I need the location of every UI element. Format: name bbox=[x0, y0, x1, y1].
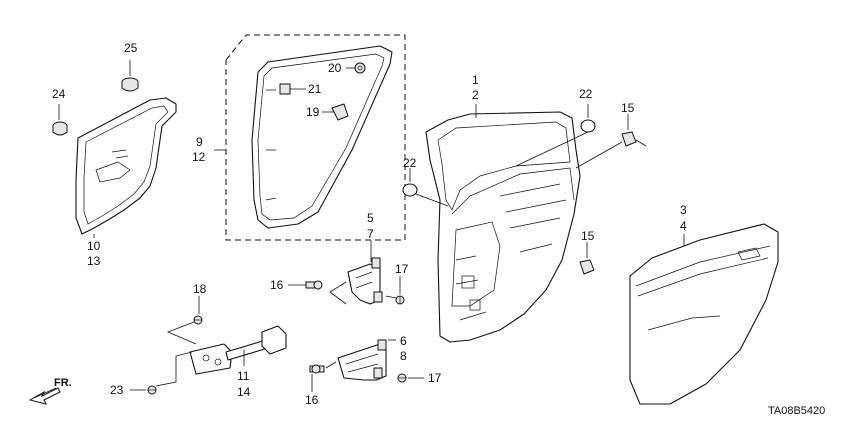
weatherstrip-group-outline bbox=[225, 34, 406, 241]
callout-11: 11 bbox=[237, 369, 250, 383]
callout-18: 18 bbox=[193, 282, 207, 296]
lower-hinge-part[interactable] bbox=[337, 339, 387, 381]
callout-13: 13 bbox=[87, 254, 101, 268]
callout-1: 1 bbox=[472, 73, 479, 87]
callout-8: 8 bbox=[400, 349, 407, 363]
clip-21-part[interactable] bbox=[279, 83, 291, 95]
upper-hinge-part[interactable] bbox=[347, 257, 383, 305]
callout-2: 2 bbox=[472, 88, 479, 102]
callout-21: 21 bbox=[308, 82, 322, 96]
bolt-23-part[interactable] bbox=[147, 385, 157, 395]
callout-9: 9 bbox=[196, 135, 203, 149]
door-checker-part[interactable] bbox=[189, 325, 287, 375]
grommet-15-lower-part[interactable] bbox=[579, 259, 595, 275]
callout-12: 12 bbox=[192, 150, 206, 164]
callout-23: 23 bbox=[110, 383, 124, 397]
callout-15-lower: 15 bbox=[581, 229, 595, 243]
grommet-24-part[interactable] bbox=[52, 121, 68, 136]
callout-22-lower: 22 bbox=[403, 156, 417, 170]
callout-4: 4 bbox=[680, 219, 687, 233]
outer-door-panel-part[interactable] bbox=[629, 223, 779, 405]
callout-5: 5 bbox=[367, 211, 374, 225]
front-direction-arrow: FR. bbox=[28, 377, 72, 405]
callout-19: 19 bbox=[306, 105, 320, 119]
callout-16-upper: 16 bbox=[270, 278, 284, 292]
bolt-18-part[interactable] bbox=[193, 315, 203, 325]
bolt-17-lower-part[interactable] bbox=[397, 373, 407, 383]
callout-14: 14 bbox=[237, 385, 251, 399]
callout-7: 7 bbox=[367, 227, 374, 241]
callout-10: 10 bbox=[87, 239, 101, 253]
bolt-16-upper-part[interactable] bbox=[305, 280, 323, 290]
callout-20: 20 bbox=[328, 61, 342, 75]
clip-20-part[interactable] bbox=[354, 62, 366, 74]
callout-3: 3 bbox=[680, 203, 687, 217]
bolt-17-upper-part[interactable] bbox=[395, 295, 405, 305]
door-seal-part[interactable] bbox=[75, 97, 177, 235]
callout-15-upper: 15 bbox=[621, 101, 635, 115]
bolt-16-lower-part[interactable] bbox=[309, 364, 325, 374]
callout-16-lower: 16 bbox=[305, 393, 319, 407]
grommet-15-upper-part[interactable] bbox=[621, 131, 637, 147]
front-direction-label: FR. bbox=[54, 377, 72, 389]
leader-lines bbox=[58, 60, 685, 392]
clip-19-part[interactable] bbox=[331, 103, 349, 121]
callout-17-upper: 17 bbox=[395, 262, 409, 276]
callout-25: 25 bbox=[124, 41, 138, 55]
callout-24: 24 bbox=[52, 87, 66, 101]
plug-22-lower-part[interactable] bbox=[402, 183, 418, 197]
door-frame-part[interactable] bbox=[425, 111, 581, 343]
callout-6: 6 bbox=[400, 334, 407, 348]
plug-22-upper-part[interactable] bbox=[580, 119, 596, 133]
callout-22-upper: 22 bbox=[579, 87, 593, 101]
callout-labels: 25 24 10 13 9 12 20 21 19 1 2 22 22 15 1… bbox=[52, 41, 687, 407]
diagram-code: TA08B5420 bbox=[768, 405, 825, 417]
callout-17-lower: 17 bbox=[428, 371, 442, 385]
weatherstrip-part[interactable] bbox=[251, 45, 393, 229]
grommet-25-part[interactable] bbox=[121, 77, 139, 92]
